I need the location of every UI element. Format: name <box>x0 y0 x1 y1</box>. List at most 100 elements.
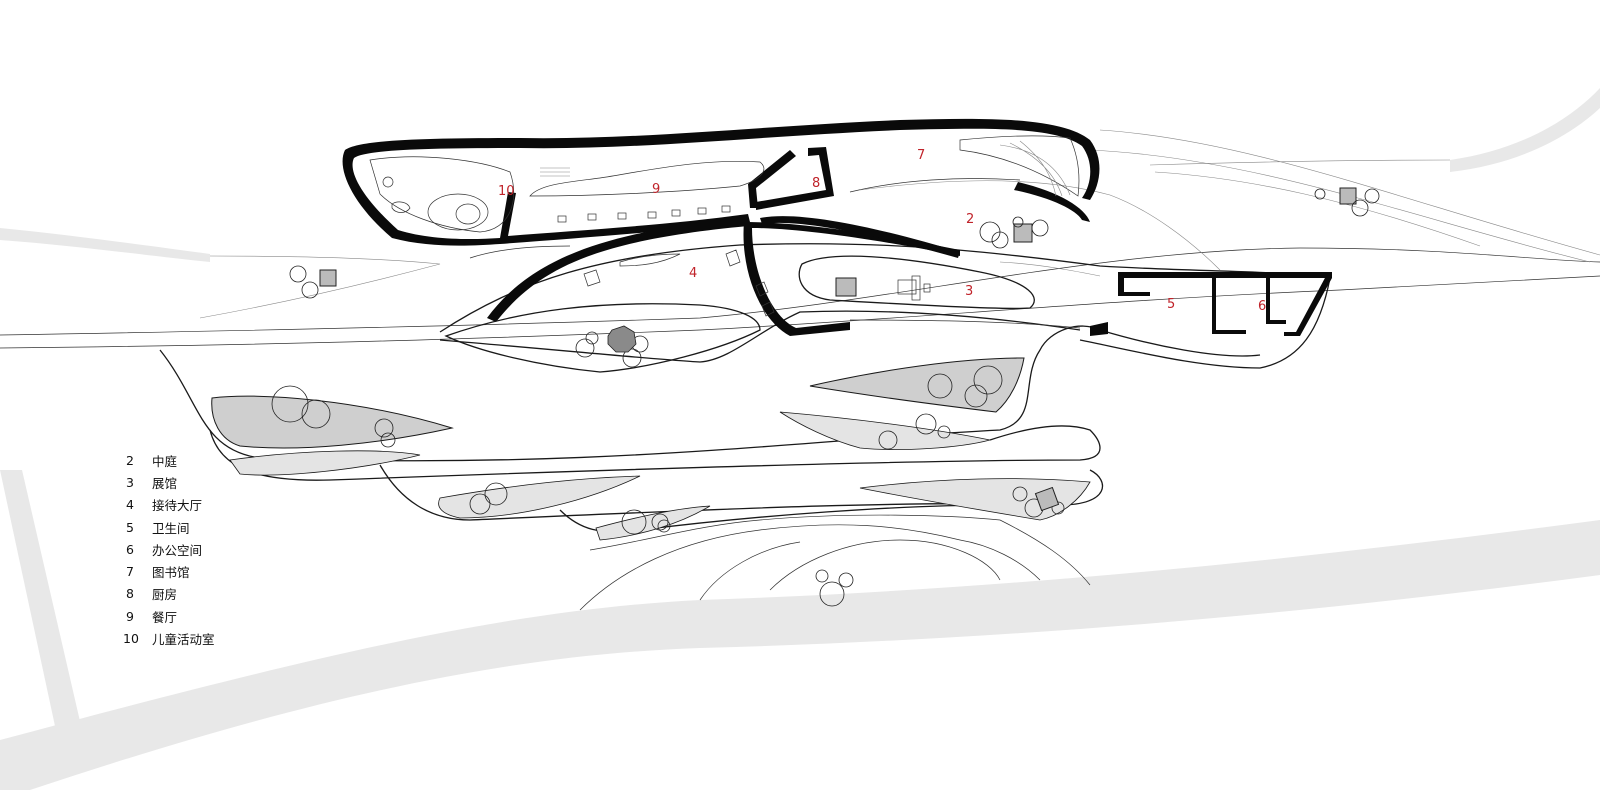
tree <box>1364 188 1380 204</box>
landscape-patch <box>859 478 1091 521</box>
spiral-slide <box>427 193 489 231</box>
tree <box>1012 216 1024 228</box>
kitchen-stair <box>540 167 570 177</box>
tree <box>819 581 845 607</box>
tree <box>991 231 1009 249</box>
library-wall <box>1014 182 1090 222</box>
exhibit-table <box>923 283 931 293</box>
main-road <box>0 520 1600 790</box>
legend-number: 9 <box>126 608 134 624</box>
legend-room-name: 展馆 <box>152 475 178 491</box>
landscape-patch <box>438 475 641 519</box>
site-line <box>1089 149 1591 263</box>
service-wall <box>1118 292 1150 296</box>
legend-room-name: 卫生间 <box>152 520 190 536</box>
tree <box>838 572 854 588</box>
legend-item: 10 儿童活动室 <box>116 627 256 649</box>
amphitheater-lines <box>999 140 1071 197</box>
terrace-outline <box>769 539 1001 591</box>
east-wall <box>1090 322 1108 336</box>
legend-room-name: 接待大厅 <box>152 498 203 514</box>
room-label-9: 9 <box>652 182 660 197</box>
site-line <box>0 247 1600 336</box>
tree <box>621 509 647 535</box>
building-outline <box>859 180 1221 271</box>
legend-item: 5 卫生间 <box>116 516 256 538</box>
tree <box>585 331 599 345</box>
tree <box>575 338 595 358</box>
site-planter <box>1034 486 1060 512</box>
building-outline <box>439 310 1081 363</box>
dining-curve <box>529 160 765 197</box>
diagonal-road <box>0 470 82 740</box>
library-stairs <box>959 135 1080 197</box>
top-right-road <box>1450 88 1600 172</box>
legend-number: 6 <box>126 541 134 557</box>
kids-room-curve <box>369 156 514 233</box>
service-wall <box>1266 276 1286 324</box>
room-label-5: 5 <box>1167 297 1175 312</box>
tree <box>289 265 307 283</box>
dining-tables <box>557 205 731 223</box>
legend-room-name: 厨房 <box>152 587 178 603</box>
site-line <box>1149 159 1451 166</box>
tree <box>469 493 491 515</box>
site-line <box>1154 171 1481 247</box>
tree <box>815 569 829 583</box>
tree <box>915 413 937 435</box>
legend-room-name: 餐厅 <box>152 609 178 625</box>
atrium-wall <box>760 216 960 258</box>
tree <box>1031 219 1049 237</box>
tree <box>622 348 642 368</box>
room-legend: 2 中庭 3 展馆 4 接待大厅 5 卫生间 6 办公空间 7 图书馆 8 厨房… <box>116 449 256 650</box>
legend-number: 5 <box>126 519 134 535</box>
legend-room-name: 图书馆 <box>152 565 190 581</box>
tree <box>301 399 331 429</box>
exhibit-box <box>835 277 857 297</box>
reception-seating <box>755 281 775 317</box>
terrace-outline <box>559 504 1001 533</box>
tree <box>380 432 396 448</box>
legend-item: 2 中庭 <box>116 449 256 471</box>
legend-number: 8 <box>126 586 134 602</box>
kids-room-ring <box>382 176 394 188</box>
tree <box>1351 199 1369 217</box>
kitchen-wall <box>748 150 796 208</box>
terrace-outline <box>589 514 1091 586</box>
terrace-outline <box>959 539 1041 581</box>
tree <box>964 384 988 408</box>
legend-number: 7 <box>126 564 134 580</box>
legend-item: 9 餐厅 <box>116 605 256 627</box>
tree <box>937 425 951 439</box>
building-outline <box>999 261 1101 277</box>
reception-desk <box>619 253 681 267</box>
room-label-4: 4 <box>689 266 697 281</box>
terrace-outline <box>209 425 1101 481</box>
building-outline <box>469 245 571 259</box>
reception-seating <box>583 249 741 287</box>
legend-number: 3 <box>126 474 134 490</box>
landscape-patch <box>779 411 991 450</box>
legend-number: 2 <box>126 452 134 468</box>
service-wall <box>1284 276 1332 336</box>
building-outline <box>439 243 1331 369</box>
legend-item: 7 图书馆 <box>116 560 256 582</box>
landscape-patch <box>229 450 421 476</box>
legend-room-name: 办公空间 <box>152 542 203 558</box>
legend-room-name: 儿童活动室 <box>152 632 215 648</box>
tree <box>927 373 953 399</box>
room-label-3: 3 <box>965 284 973 299</box>
building-outline <box>849 319 1081 329</box>
tree-octagon <box>607 325 637 353</box>
service-wall <box>1118 272 1332 296</box>
terrace-outline <box>379 464 1104 521</box>
legend-item: 4 接待大厅 <box>116 494 256 516</box>
tree <box>1012 486 1028 502</box>
reception-island <box>444 303 761 373</box>
tree <box>657 519 671 533</box>
legend-item: 6 办公空间 <box>116 538 256 560</box>
room-label-10: 10 <box>498 184 515 199</box>
upper-wing-inner-wall <box>500 192 750 244</box>
legend-number: 4 <box>126 497 134 513</box>
room-label-6: 6 <box>1258 299 1266 314</box>
